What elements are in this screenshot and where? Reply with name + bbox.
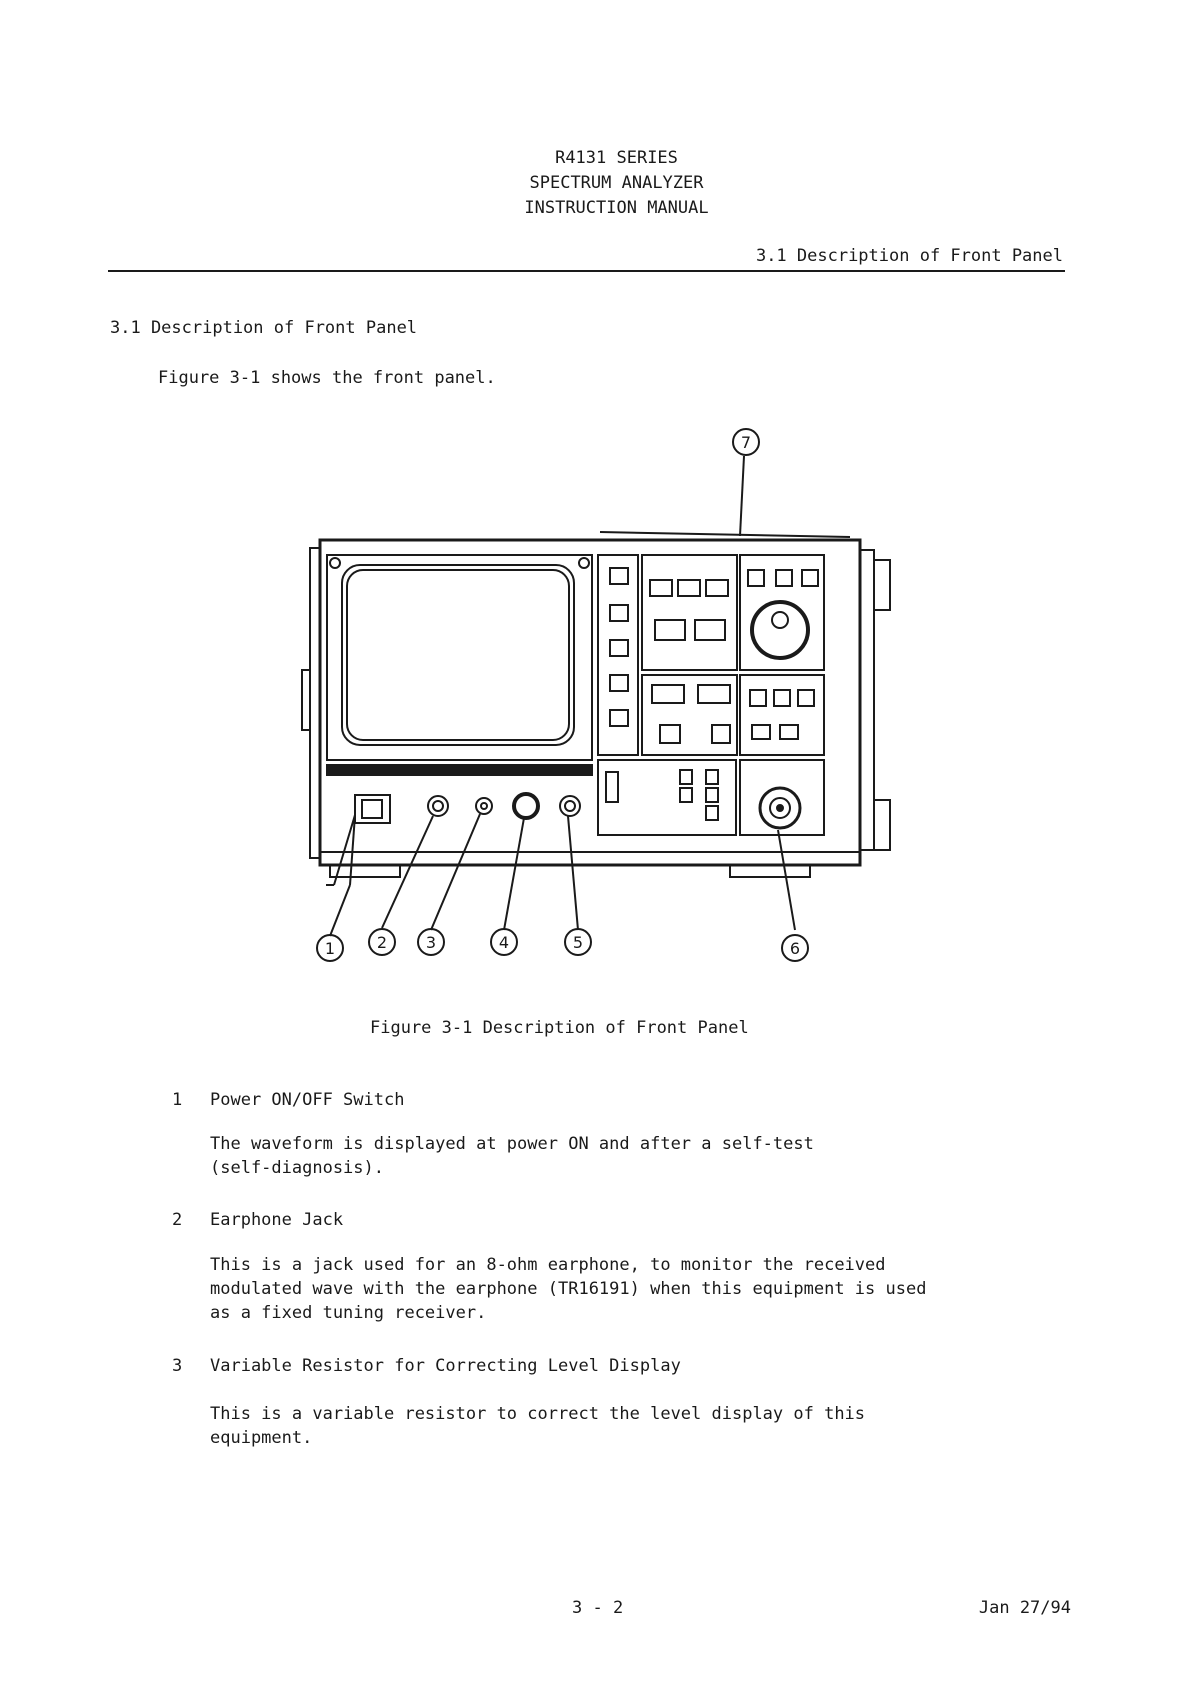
item-number: 2 — [172, 1210, 183, 1230]
description-line: as a fixed tuning receiver. — [210, 1303, 487, 1323]
callout-label-2: 2 — [377, 933, 387, 952]
callout-label-3: 3 — [426, 933, 436, 952]
callout-circle-4 — [490, 928, 518, 956]
figure-caption: Figure 3-1 Description of Front Panel — [370, 1018, 749, 1038]
ampt-cal-resistor — [475, 797, 493, 815]
phone-jack — [427, 795, 449, 817]
section-intro: Figure 3-1 shows the front panel. — [158, 368, 496, 388]
callout-label-5: 5 — [573, 933, 583, 952]
description-line: equipment. — [210, 1428, 313, 1448]
item-2-description: This is a jack used for an 8-ohm earphon… — [210, 1253, 926, 1325]
input-connector — [758, 786, 802, 830]
callout-label-4: 4 — [499, 933, 509, 952]
crt-screen — [346, 569, 570, 741]
item-title: Variable Resistor for Correcting Level D… — [210, 1356, 681, 1376]
item-title: Power ON/OFF Switch — [210, 1090, 405, 1110]
callout-circle-1 — [316, 934, 344, 962]
item-1-description: The waveform is displayed at power ON an… — [210, 1132, 814, 1180]
header-series: R4131 SERIES — [555, 148, 678, 168]
chassis-outline — [318, 538, 862, 867]
header-manual: INSTRUCTION MANUAL — [524, 198, 709, 218]
description-line: This is a variable resistor to correct t… — [210, 1404, 866, 1424]
callout-circle-6 — [781, 934, 809, 962]
page-number: 3 - 2 — [572, 1598, 624, 1618]
callout-circle-3 — [417, 928, 445, 956]
description-line: (self-diagnosis). — [210, 1158, 384, 1178]
description-line: The waveform is displayed at power ON an… — [210, 1134, 814, 1154]
crt-bezel — [326, 554, 593, 761]
callout-circle-7 — [732, 428, 760, 456]
callout-label-6: 6 — [790, 939, 800, 958]
revision-date: Jan 27/94 — [978, 1598, 1071, 1618]
callout-circle-5 — [564, 928, 592, 956]
description-line: modulated wave with the earphone (TR1619… — [210, 1279, 927, 1299]
cal-out-connector — [559, 795, 581, 817]
front-panel-figure: 7 1 2 3 4 5 6 — [301, 428, 891, 962]
section-title: 3.1 Description of Front Panel — [110, 318, 418, 338]
item-number: 3 — [172, 1356, 183, 1376]
item-3-description: This is a variable resistor to correct t… — [210, 1402, 865, 1450]
item-title: Earphone Jack — [210, 1210, 344, 1230]
callout-label-7: 7 — [741, 433, 751, 452]
description-line: This is a jack used for an 8-ohm earphon… — [210, 1255, 886, 1275]
document-header: R4131 SERIES SPECTRUM ANALYZER INSTRUCTI… — [0, 146, 1193, 221]
data-knob — [750, 600, 810, 660]
header-product: SPECTRUM ANALYZER — [529, 173, 704, 193]
header-rule — [108, 270, 1065, 272]
callout-circle-2 — [368, 928, 396, 956]
power-switch — [354, 794, 391, 824]
item-number: 1 — [172, 1090, 183, 1110]
header-section-ref: 3.1 Description of Front Panel — [755, 246, 1063, 266]
callout-label-1: 1 — [325, 939, 335, 958]
intensity-knob — [512, 792, 540, 820]
